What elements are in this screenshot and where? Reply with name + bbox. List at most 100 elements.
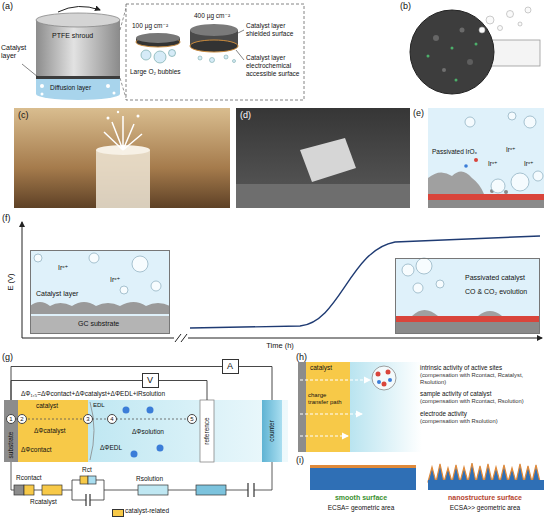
activity-scheme xyxy=(376,372,381,377)
circuit-wire xyxy=(159,381,207,401)
electrode-illustration xyxy=(460,28,465,33)
activity-scheme xyxy=(298,362,422,452)
label-text: (b) xyxy=(400,1,411,12)
potential-time-plot xyxy=(22,222,542,343)
electrode-potential-scheme xyxy=(262,400,282,462)
electrode-potential-scheme xyxy=(138,485,168,495)
callout-number: 5 xyxy=(187,414,197,424)
potential-time-plot xyxy=(22,338,542,339)
label-text: (i) xyxy=(296,455,304,466)
activity-note: (compensation with Rcontact, Rsolution) xyxy=(420,398,544,405)
rde-illustration xyxy=(36,79,120,100)
dissolution-scheme xyxy=(428,108,544,208)
potential-time-plot xyxy=(174,333,188,343)
potential-time-plot xyxy=(151,281,161,291)
node-text: Catalyst layer xyxy=(36,290,78,298)
electrode-illustration xyxy=(518,22,522,26)
label-text: Irˣ⁺ xyxy=(524,160,534,168)
rde-illustration xyxy=(58,6,100,12)
label-text: (h) xyxy=(296,352,307,363)
node-text: A xyxy=(227,361,233,372)
electrode-potential-scheme xyxy=(8,419,186,420)
electrode-potential-scheme xyxy=(272,462,273,490)
rde-illustration xyxy=(190,24,238,36)
label-text: (a) xyxy=(2,1,13,12)
rde-illustration xyxy=(36,13,120,27)
electrode-illustration xyxy=(475,43,478,46)
rde-illustration xyxy=(113,92,116,95)
electrode-potential-scheme xyxy=(254,490,272,491)
electrode-potential-scheme xyxy=(72,500,86,501)
electrode-potential-scheme xyxy=(89,494,90,506)
potential-time-plot xyxy=(416,258,432,274)
label-text: Rsolution xyxy=(136,475,163,483)
potential-time-plot xyxy=(412,310,438,316)
label-text: nanostructure surface xyxy=(424,494,546,502)
surface-scheme xyxy=(310,463,544,490)
label-text: Catalyst layer xyxy=(1,44,35,61)
electrode-illustration xyxy=(479,27,485,33)
electrode-potential-scheme xyxy=(11,462,12,490)
potential-time-plot xyxy=(30,250,170,334)
potential-time-plot xyxy=(175,334,187,342)
rde-illustration xyxy=(236,50,244,60)
dissolution-scheme xyxy=(464,164,468,168)
activity-note: electrode activity xyxy=(420,410,544,418)
dissolution-scheme xyxy=(491,179,505,193)
label-text: ΔΦcontact xyxy=(21,446,52,454)
node-text: GC substrate xyxy=(78,320,119,328)
photo-c xyxy=(14,108,230,208)
activity-note: sample activity of catalyst xyxy=(420,390,544,398)
rde-illustration xyxy=(126,4,304,100)
activity-text-column: intrinsic activity of active sites(compe… xyxy=(420,364,544,424)
photo-d xyxy=(236,108,410,208)
rde-illustration xyxy=(198,56,202,60)
rde-illustration xyxy=(190,40,238,52)
dissolution-scheme xyxy=(474,158,478,162)
electrode-illustration xyxy=(433,35,439,41)
potential-time-plot xyxy=(34,254,42,262)
potential-time-plot xyxy=(89,253,99,263)
electrode-potential-scheme xyxy=(72,480,73,500)
rde-illustration xyxy=(141,50,151,60)
photo-d xyxy=(236,184,410,208)
rde-illustration xyxy=(224,55,228,59)
counter-electrode: counter xyxy=(262,400,282,462)
electrode-potential-scheme xyxy=(123,407,130,414)
electrode-potential-scheme xyxy=(14,485,24,495)
dissolution-scheme xyxy=(504,190,508,194)
photo-c xyxy=(14,108,230,208)
label-text: Large O₂ bubbles xyxy=(130,68,194,76)
photo-c xyxy=(107,117,110,120)
activity-scheme xyxy=(306,362,350,452)
electrode-potential-scheme xyxy=(42,485,62,495)
label-text: Irˣ⁺ xyxy=(488,160,498,168)
label-text: (d) xyxy=(240,110,251,121)
photo-c xyxy=(137,115,140,118)
legend-text: catalyst-related xyxy=(125,507,169,515)
catalyst-band: catalyst xyxy=(306,362,350,452)
label-text: ΔΦcatalyst xyxy=(34,427,66,435)
label-text: 100 µg cm⁻² xyxy=(132,22,168,30)
electrode-illustration xyxy=(442,68,446,72)
electrode-illustration xyxy=(451,47,454,50)
label-text: ECSA= geometric area xyxy=(300,504,422,512)
potential-time-plot xyxy=(30,302,170,314)
photo-d xyxy=(236,108,410,208)
electrode-illustration xyxy=(467,59,473,65)
photo-d xyxy=(300,138,356,182)
electrode-potential-scheme xyxy=(88,476,96,484)
electrode-potential-scheme xyxy=(131,451,138,458)
node-text: CO & CO₂ evolution xyxy=(465,288,537,296)
potential-time-plot xyxy=(478,311,502,316)
substrate-band: substrate xyxy=(4,400,18,462)
electrode-potential-scheme xyxy=(90,402,94,460)
label-text: ΔΦEDL xyxy=(100,444,122,452)
electrode-illustration xyxy=(507,11,514,18)
label-text: (e) xyxy=(413,108,424,119)
surface-scheme xyxy=(428,480,544,490)
electrode-potential-scheme xyxy=(200,400,214,462)
legend-swatch xyxy=(112,509,124,517)
